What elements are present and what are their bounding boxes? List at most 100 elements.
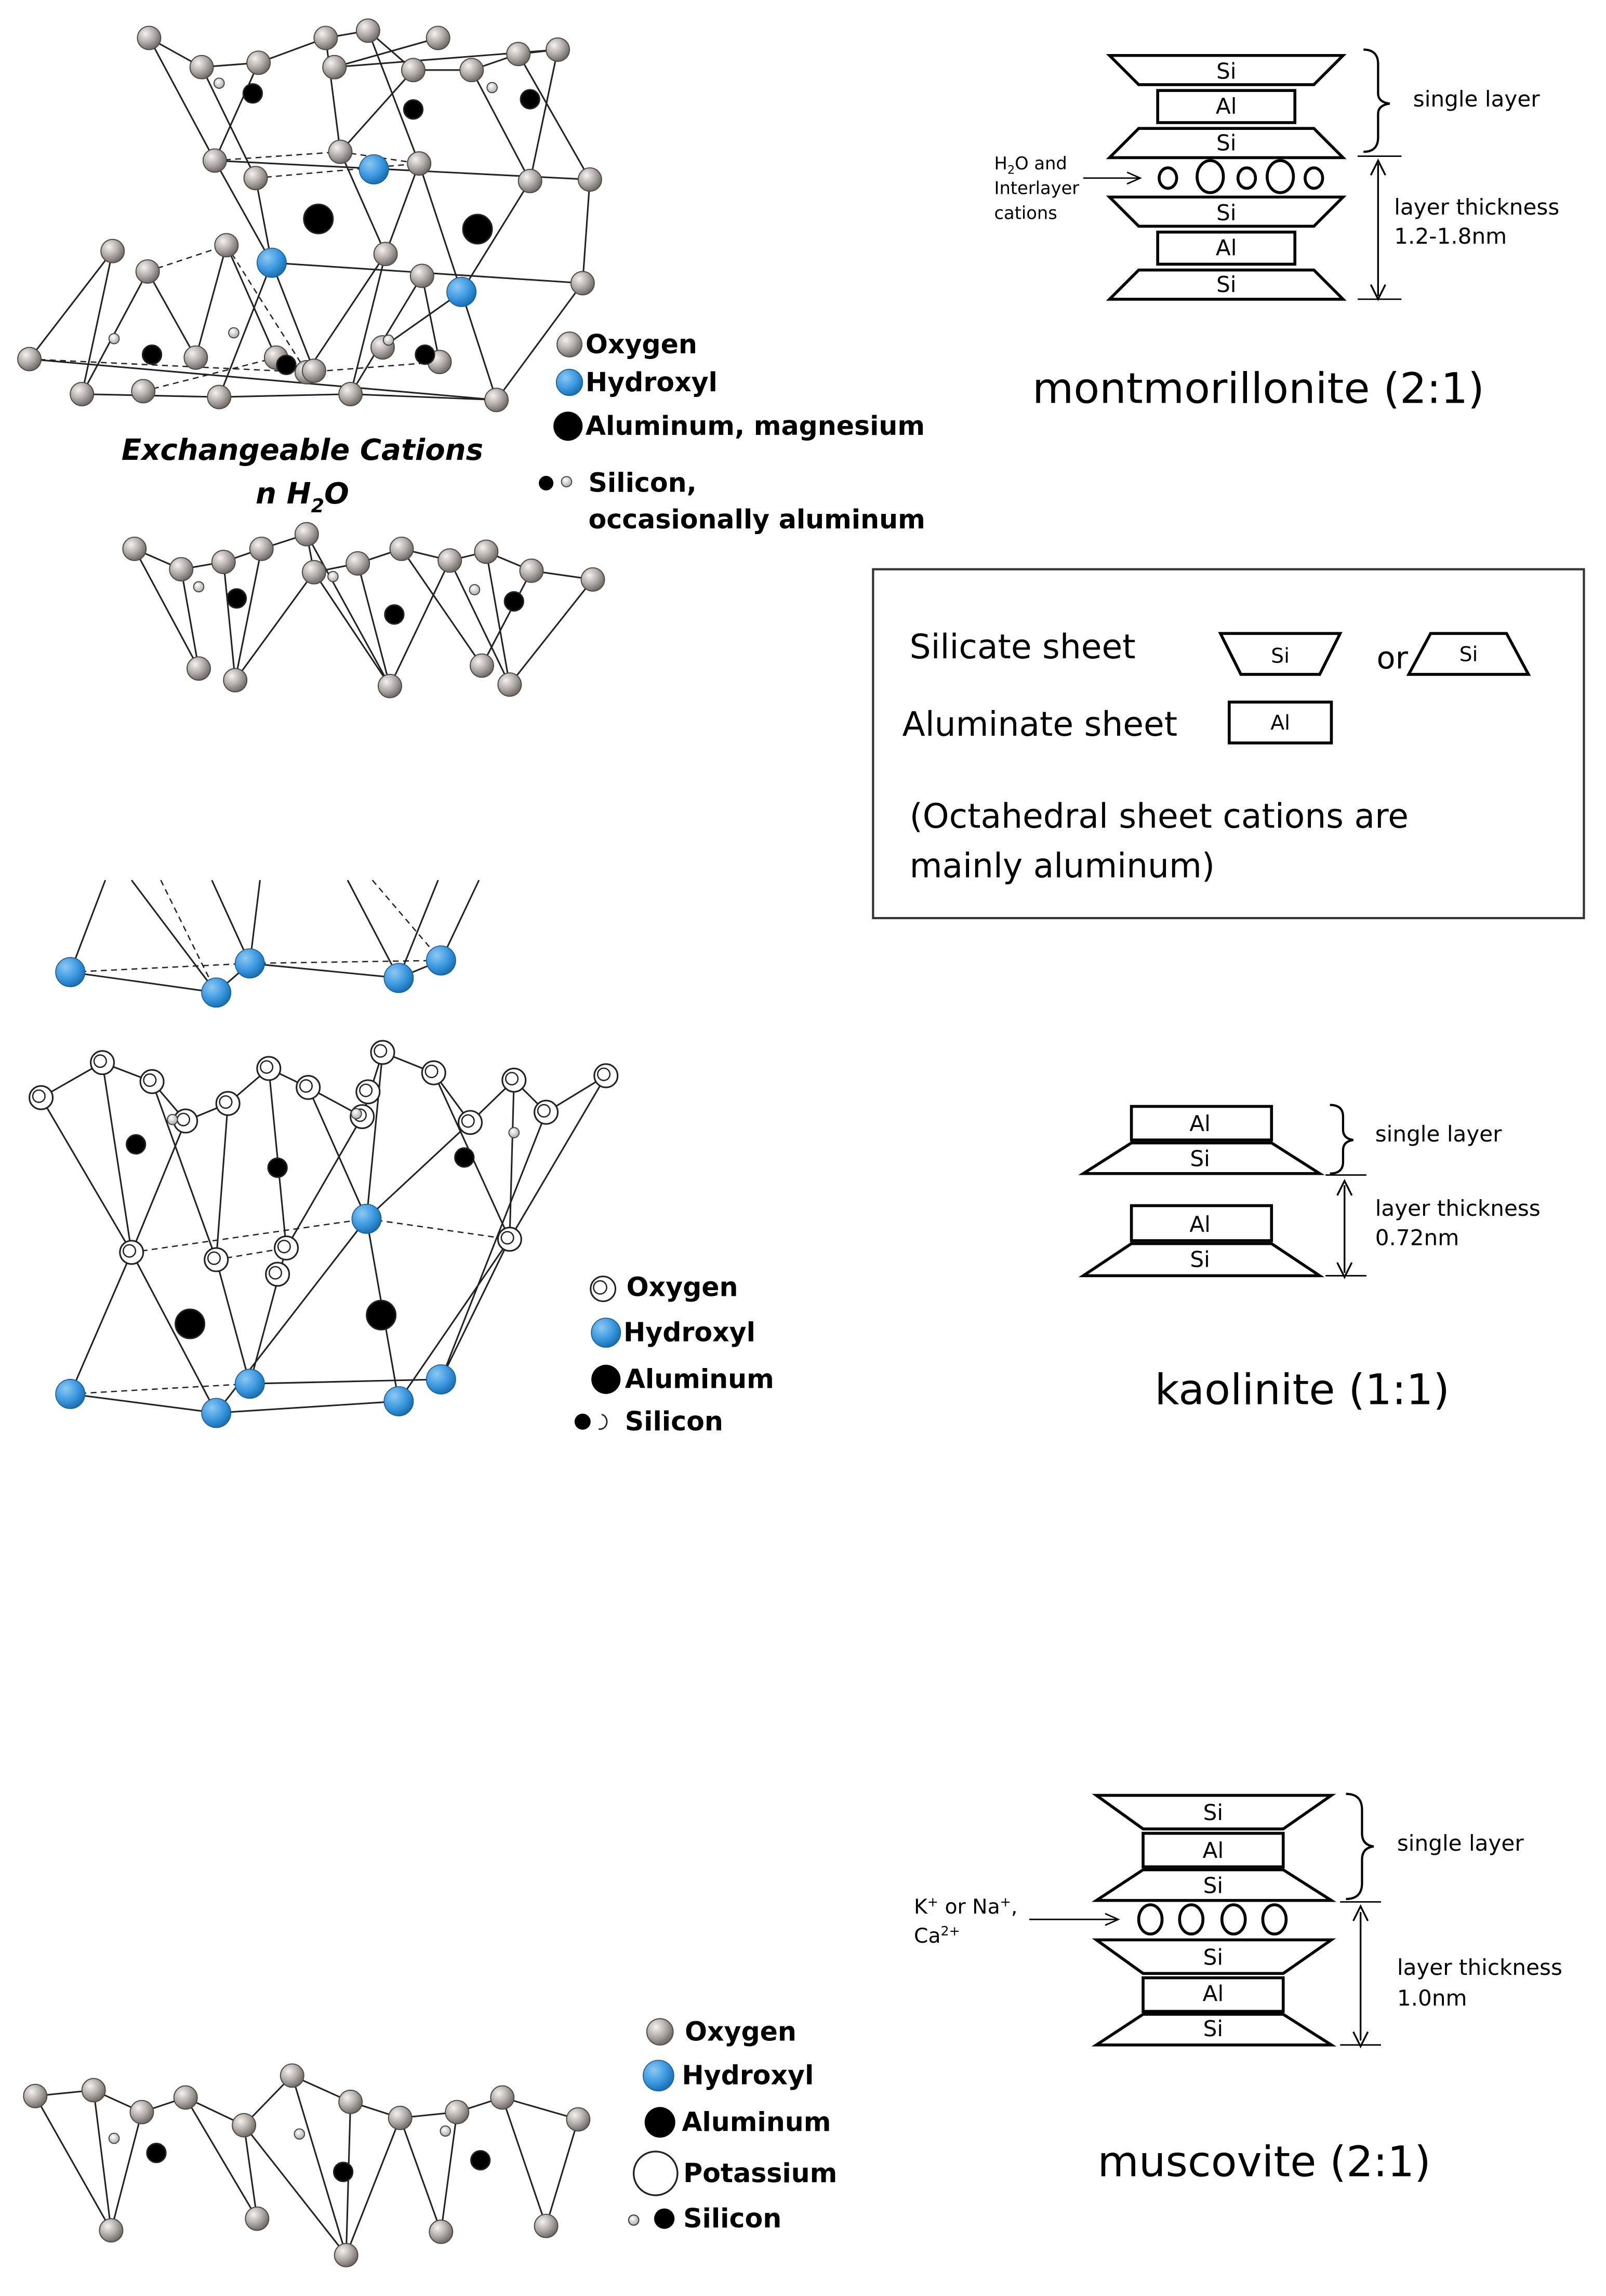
bond-line xyxy=(243,2125,347,2256)
oxygen-atom xyxy=(497,672,522,697)
oxygen-atom xyxy=(470,653,494,678)
kaolinite-legend: Oxygen Hydroxyl Aluminum Silicon xyxy=(574,1272,774,1437)
note-line-2: mainly aluminum) xyxy=(910,846,1215,885)
oxygen-legend-icon xyxy=(590,1276,617,1303)
bond-line xyxy=(481,570,533,666)
bond-line xyxy=(334,37,439,68)
bond-line xyxy=(234,548,262,681)
sheet-label: Si xyxy=(1190,1246,1210,1272)
sheet-label: Al xyxy=(1203,1838,1224,1863)
oxygen-atom xyxy=(338,382,363,406)
bond-line xyxy=(502,2096,579,2120)
bond-line xyxy=(384,163,420,255)
silicon-atom xyxy=(146,2143,167,2164)
bond-line xyxy=(249,960,441,964)
hydroxyl-atom xyxy=(426,945,456,976)
bond-line xyxy=(291,2075,347,2255)
bond-line xyxy=(147,271,197,359)
bond-line xyxy=(69,880,107,973)
legend-hydroxyl-label: Hydroxyl xyxy=(586,367,718,397)
bond-line xyxy=(271,262,315,371)
oxygen-atom xyxy=(99,2218,124,2243)
legend-aluminum-label: Aluminum xyxy=(625,1364,774,1395)
oxygen-atom xyxy=(566,2107,591,2132)
silicon-atom-small xyxy=(294,2128,306,2140)
bond-line xyxy=(225,245,308,373)
silicon-atom xyxy=(276,354,297,375)
oxygen-atom xyxy=(249,536,274,561)
bond-line xyxy=(449,560,511,685)
legend-silicon-label: Silicon xyxy=(625,1406,723,1437)
single-layer-brace xyxy=(1330,1104,1353,1175)
muscovite-structure xyxy=(23,2063,591,2267)
bond-line xyxy=(70,1383,250,1395)
bond-line xyxy=(460,291,498,401)
bond-line xyxy=(211,880,251,964)
silicon-atom xyxy=(125,1134,147,1155)
bond-line xyxy=(130,880,217,993)
bond-line xyxy=(216,1400,399,1414)
silicate-sheet xyxy=(1106,127,1347,160)
oxygen-atom xyxy=(211,550,236,575)
bond-line xyxy=(496,283,583,401)
bond-line xyxy=(34,2095,112,2231)
aluminate-sheet xyxy=(1156,89,1297,124)
bond-line xyxy=(141,2096,186,2113)
bond-line xyxy=(70,971,217,993)
oxygen-atom xyxy=(81,2078,106,2103)
sheet-label: Si xyxy=(1216,130,1236,155)
oxygen-atom xyxy=(214,233,239,258)
oxygen-atom xyxy=(186,656,211,681)
layer-thickness-label: layer thickness xyxy=(1375,1196,1541,1221)
bond-line xyxy=(70,962,250,973)
bond-line xyxy=(357,563,391,686)
layer-thickness-label: layer thickness xyxy=(1397,1955,1562,1980)
layer-thickness-value: 1.0nm xyxy=(1397,1985,1467,2011)
silicon-atom-small xyxy=(382,334,394,346)
aluminate-sheet xyxy=(1130,1105,1273,1142)
oxygen-atom xyxy=(426,25,450,50)
silicon-atom xyxy=(520,89,540,110)
montmorillonite-title: montmorillonite (2:1) xyxy=(1032,364,1484,413)
bond-line xyxy=(382,291,462,348)
bond-line xyxy=(440,2112,458,2232)
sheet-label: Si xyxy=(1190,1146,1210,1172)
oxygen-atom xyxy=(131,379,156,404)
bond-line xyxy=(399,2117,442,2232)
aluminate-sheet-icon xyxy=(1228,700,1333,745)
sheet-label: Si xyxy=(1203,1800,1223,1825)
water-label: n H2O xyxy=(256,477,349,517)
bond-line xyxy=(184,2097,258,2219)
montmorillonite-legend: Oxygen Hydroxyl Aluminum, magnesium Sili… xyxy=(539,329,925,535)
legend-aluminum-label: Aluminum xyxy=(682,2107,831,2138)
silicon-atom xyxy=(141,344,163,365)
oxygen-atom xyxy=(570,271,595,296)
bond-line xyxy=(509,1075,607,1240)
oxygen-legend-icon xyxy=(646,2018,674,2046)
bond-line xyxy=(501,2097,547,2226)
legend-oxygen-label: Oxygen xyxy=(586,329,697,360)
oxygen-atom xyxy=(122,536,147,561)
potassium-legend-icon xyxy=(632,2151,679,2196)
oxygen-atom xyxy=(100,238,125,263)
oxygen-atom xyxy=(129,2100,154,2125)
silicon-atom xyxy=(384,604,405,625)
bond-line xyxy=(143,357,276,392)
silicate-sheet xyxy=(1106,195,1347,228)
bond-line xyxy=(545,2119,579,2226)
oxygen-atom xyxy=(169,557,194,582)
oxygen-atom xyxy=(322,55,347,79)
aluminate-sheet xyxy=(1156,230,1297,266)
bond-line xyxy=(339,151,387,255)
silicon-legend-icon-small xyxy=(598,1413,608,1430)
silicon-atom-small xyxy=(193,581,205,593)
oxygen-atom xyxy=(534,2213,559,2238)
water-interlayer-label: H2O and xyxy=(994,153,1067,177)
bond-line xyxy=(249,962,399,979)
sheet-label: Al xyxy=(1189,1111,1211,1136)
layer-thickness-label: layer thickness xyxy=(1394,194,1559,220)
bond-line xyxy=(130,1120,187,1253)
bond-line xyxy=(249,1378,441,1385)
silicate-sheet xyxy=(1091,2012,1337,2047)
bond-line xyxy=(421,275,441,363)
